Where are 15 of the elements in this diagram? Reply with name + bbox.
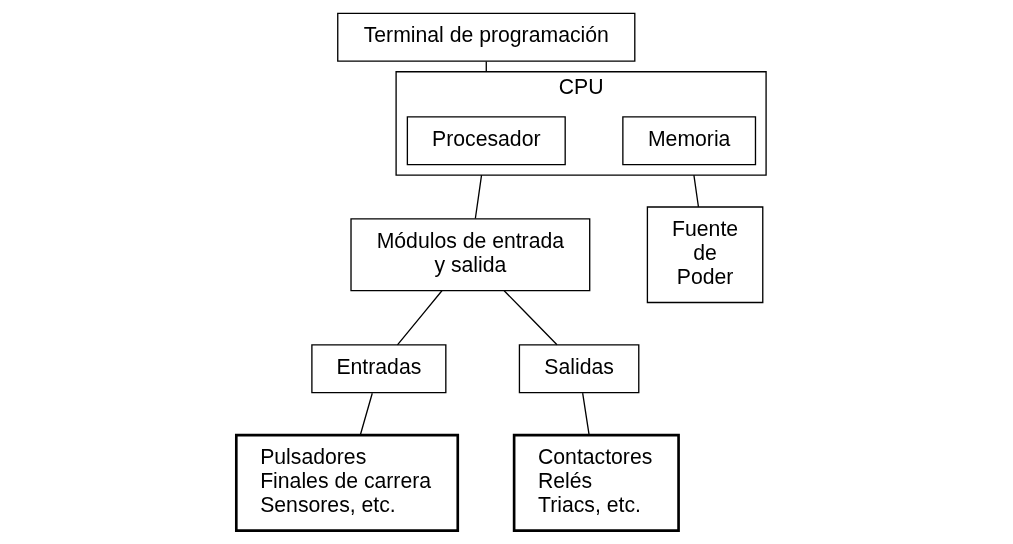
connector [396,290,443,346]
connector [693,174,700,208]
node-box: Terminal de programación [337,12,636,62]
node-box: Fuente de Poder [646,206,764,304]
node-box: Entradas [311,344,447,394]
connector [474,174,483,220]
connector [503,290,558,346]
node-box: Procesador [406,116,566,166]
node-box: Pulsadores Finales de carrera Sensores, etc. [234,433,460,532]
node-box: Memoria [622,116,757,166]
node-box: Módulos de entrada y salida [350,218,591,292]
node-box: Salidas [518,344,640,394]
connector [359,392,373,436]
connector [582,392,590,436]
node-box: Contactores Relés Triacs, etc. [512,433,680,532]
